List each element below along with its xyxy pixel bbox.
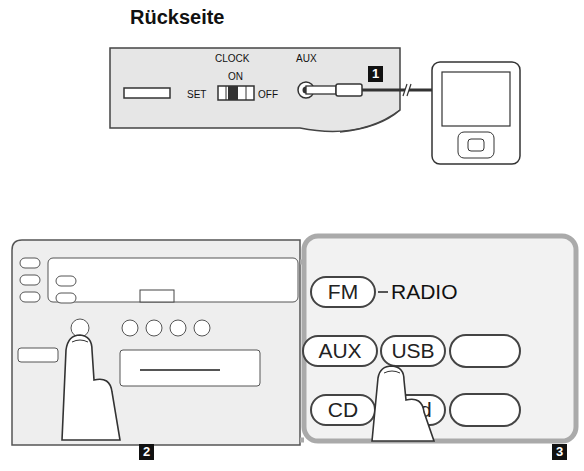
jack-label: AUX (296, 53, 317, 64)
callout-number: 3 (552, 444, 567, 460)
button: CD (310, 394, 376, 426)
button-label: FM (328, 280, 358, 304)
button-label: Pod (394, 398, 431, 422)
switch-label: CLOCK (215, 53, 249, 64)
switch-label: SET (187, 89, 206, 100)
switch-label: OFF (258, 89, 278, 100)
callout-number: 2 (139, 444, 154, 460)
switch-label: ON (228, 71, 243, 82)
title: Rückseite (130, 6, 225, 29)
mode-label: RADIO (391, 280, 458, 304)
button-label: AUX (318, 339, 361, 363)
callout-number: 1 (368, 66, 383, 82)
button-label: USB (391, 339, 434, 363)
button-label: CD (328, 398, 358, 422)
button: FM (310, 276, 376, 308)
button: AUX (302, 335, 378, 367)
button: USB (380, 335, 446, 367)
button: Pod (380, 394, 446, 426)
